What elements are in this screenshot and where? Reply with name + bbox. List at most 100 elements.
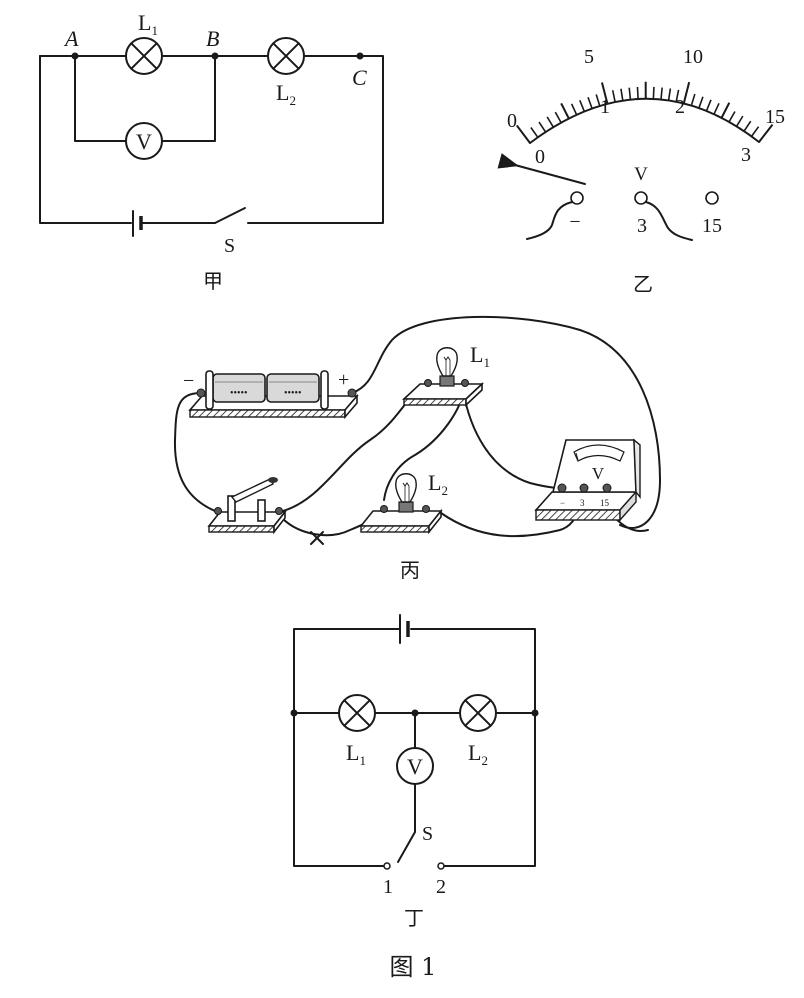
vm-terminal-3: 3: [580, 498, 585, 508]
contact-2: [437, 862, 445, 870]
voltmeter-symbol: V: [396, 747, 434, 785]
scale-tick: [667, 88, 672, 101]
battery-symbol: [399, 614, 410, 644]
lamp-l1-board: [401, 347, 485, 407]
scale-tick: [546, 116, 555, 128]
lamp-l1-symbol: [338, 694, 376, 732]
lamp-l1-label: L1: [138, 10, 158, 38]
subfigure-label-ding: 丁: [404, 906, 424, 930]
scale-tick: [636, 86, 639, 100]
scale-tick: [579, 100, 586, 112]
contact-1-label: 1: [383, 876, 393, 898]
scale-tick: [538, 121, 547, 133]
lamp-l2-symbol: [459, 694, 497, 732]
lamp-l2-symbol: [267, 37, 305, 75]
voltmeter-scale: [515, 81, 774, 144]
node-b-dot: [211, 52, 219, 60]
switch-label: S: [224, 235, 235, 257]
subfigure-yi: 0 5 10 15 0 1 2 3 V − 3 15 乙: [497, 46, 785, 296]
lamp-l2-board: [359, 473, 443, 535]
inner-scale-2: 2: [675, 96, 685, 118]
vm-terminal-15: 15: [600, 498, 610, 508]
scale-tick: [628, 87, 632, 100]
battery-holder: ••••• •••••: [188, 370, 359, 420]
voltmeter-label: V: [407, 754, 423, 779]
battery-negative-label: −: [183, 370, 194, 392]
figure-caption: 图 1: [390, 953, 437, 981]
lamp-l1-label: L1: [470, 342, 490, 370]
junction-right: [531, 709, 539, 717]
scale-tick: [735, 115, 744, 127]
scale-tick: [611, 90, 616, 103]
wire-to-3: [645, 201, 693, 241]
subfigure-label-jia: 甲: [203, 269, 223, 293]
fault-mark: [310, 531, 324, 545]
scale-tick: [570, 103, 578, 116]
meter-symbol: V: [634, 164, 648, 185]
inner-scale-3: 3: [741, 144, 751, 166]
switch-label: S: [422, 823, 433, 845]
scale-tick: [554, 111, 562, 124]
contact-1: [383, 862, 391, 870]
scale-tick: [675, 89, 680, 102]
voltmeter-device: V − 3 15: [534, 438, 641, 522]
scale-tick: [728, 111, 736, 123]
svg-text:•••••: •••••: [230, 388, 248, 399]
scale-tick: [595, 94, 601, 107]
lamp-l2-label: L2: [428, 470, 448, 498]
lamp-l1-symbol: [125, 37, 163, 75]
outer-scale-5: 5: [584, 46, 594, 68]
lamp-l1-label: L1: [346, 740, 366, 768]
node-c-dot: [356, 52, 364, 60]
scale-tick: [758, 124, 774, 143]
vm-terminal-neg: −: [560, 498, 565, 508]
inner-scale-1: 1: [600, 96, 610, 118]
scale-tick: [660, 87, 663, 100]
scale-tick: [705, 99, 712, 112]
scale-tick: [515, 124, 531, 144]
needle: [497, 153, 586, 185]
scale-tick: [720, 102, 731, 119]
scale-tick: [530, 127, 539, 138]
voltmeter-symbol-label: V: [592, 464, 605, 483]
contact-2-label: 2: [436, 876, 446, 898]
scale-tick: [560, 102, 570, 119]
scale-tick: [587, 96, 593, 109]
inner-scale-0: 0: [535, 146, 545, 168]
voltmeter-label: V: [136, 129, 152, 154]
outer-scale-15: 15: [765, 106, 785, 128]
scale-tick: [698, 96, 704, 109]
scale-tick: [682, 81, 691, 104]
subfigure-label-yi: 乙: [633, 272, 653, 296]
jia-wires: [39, 55, 384, 224]
node-c-label: C: [352, 65, 367, 90]
voltmeter-symbol: V: [125, 122, 163, 160]
wire-to-negative: [526, 201, 573, 240]
switch-symbol: [214, 207, 246, 224]
scale-tick: [600, 82, 609, 105]
battery-symbol: [132, 210, 143, 237]
terminal-3: [634, 191, 648, 205]
node-a-label: A: [63, 26, 79, 51]
node-b-label: B: [206, 26, 219, 51]
subfigure-label-bing: 丙: [400, 558, 420, 582]
node-a-dot: [71, 52, 79, 60]
battery-positive-label: +: [338, 369, 349, 391]
terminal-3-label: 3: [637, 215, 647, 237]
subfigure-ding: V L1 L2 S 1 2 丁: [290, 614, 539, 930]
outer-scale-10: 10: [683, 46, 703, 68]
scale-tick: [620, 88, 624, 101]
subfigure-jia: V A B C L1 L2 S 甲: [39, 10, 384, 293]
scale-tick: [750, 126, 760, 137]
terminal-negative: [570, 191, 584, 205]
junction-middle: [411, 709, 419, 717]
terminal-negative-label: −: [569, 211, 580, 233]
knife-switch: [207, 477, 287, 535]
scale-tick: [652, 86, 655, 99]
lamp-l2-label: L2: [468, 740, 488, 768]
terminal-15-label: 15: [702, 215, 722, 237]
terminal-15: [705, 191, 719, 205]
scale-tick: [743, 120, 752, 132]
scale-tick: [713, 102, 720, 115]
